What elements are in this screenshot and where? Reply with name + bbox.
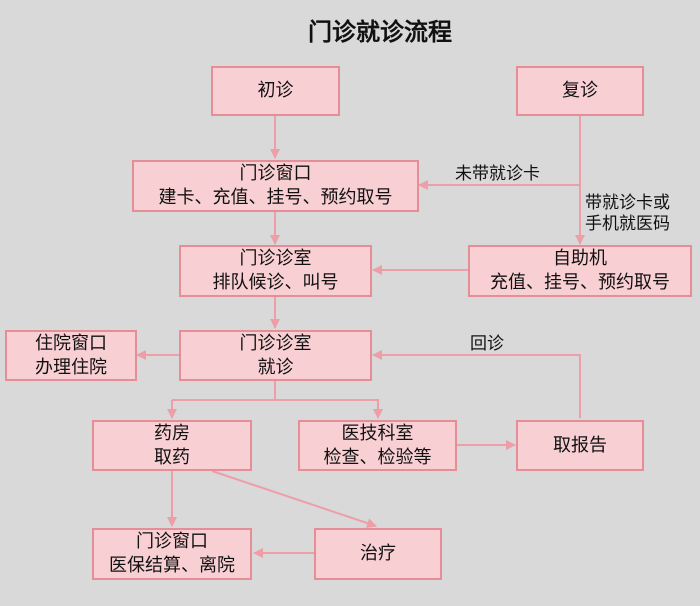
node-self-service-kiosk: 自助机 充值、挂号、预约取号 (468, 245, 692, 297)
arrow-branch-to-lab (275, 399, 383, 419)
edge-label-with-card-line1: 带就诊卡或 (585, 193, 670, 213)
node-treatment: 治疗 (314, 528, 442, 580)
edge-label-with-card-line2: 手机就医码 (585, 214, 670, 234)
edge-label-revisit: 回诊 (470, 334, 504, 354)
node-label: 药房 (154, 422, 190, 444)
node-label: 门诊诊室 (239, 332, 312, 354)
node-label: 门诊窗口 (239, 163, 312, 184)
node-sublabel: 办理住院 (35, 356, 107, 378)
node-label: 自助机 (553, 248, 607, 269)
node-sublabel: 就诊 (257, 356, 294, 378)
arrow-pharmacy-to-treat (211, 470, 377, 528)
node-label: 门诊窗口 (136, 531, 208, 552)
node-sublabel: 建卡、充值、挂号、预约取号 (158, 187, 393, 208)
node-label: 治疗 (360, 543, 396, 564)
node-pharmacy: 药房 取药 (92, 420, 252, 471)
node-sublabel: 排队候诊、叫号 (212, 272, 339, 293)
node-label: 门诊诊室 (239, 248, 312, 269)
node-consultation-room: 门诊诊室 就诊 (179, 330, 372, 381)
node-label: 住院窗口 (35, 332, 107, 354)
branch-consult (172, 381, 276, 401)
diagram-title: 门诊就诊流程 (308, 18, 452, 46)
node-label: 复诊 (562, 80, 598, 101)
node-sublabel: 取药 (154, 446, 190, 468)
node-initial-visit: 初诊 (211, 66, 340, 116)
node-label: 取报告 (553, 434, 607, 456)
node-medical-tech-dept: 医技科室 检查、检验等 (298, 420, 457, 471)
node-label: 医技科室 (341, 422, 414, 444)
node-get-report: 取报告 (516, 420, 644, 471)
arrow-report-to-consult (372, 350, 581, 418)
node-sublabel: 充值、挂号、预约取号 (490, 272, 670, 293)
edge-label-no-card: 未带就诊卡 (455, 164, 540, 184)
node-sublabel: 检查、检验等 (323, 446, 432, 468)
node-sublabel: 医保结算、离院 (109, 555, 235, 576)
node-waiting-room: 门诊诊室 排队候诊、叫号 (179, 245, 372, 297)
node-inpatient-window: 住院窗口 办理住院 (5, 330, 137, 381)
node-settlement-window: 门诊窗口 医保结算、离院 (92, 528, 252, 580)
node-return-visit: 复诊 (516, 66, 644, 116)
node-label: 初诊 (257, 80, 294, 101)
node-outpatient-window: 门诊窗口 建卡、充值、挂号、预约取号 (132, 160, 419, 212)
